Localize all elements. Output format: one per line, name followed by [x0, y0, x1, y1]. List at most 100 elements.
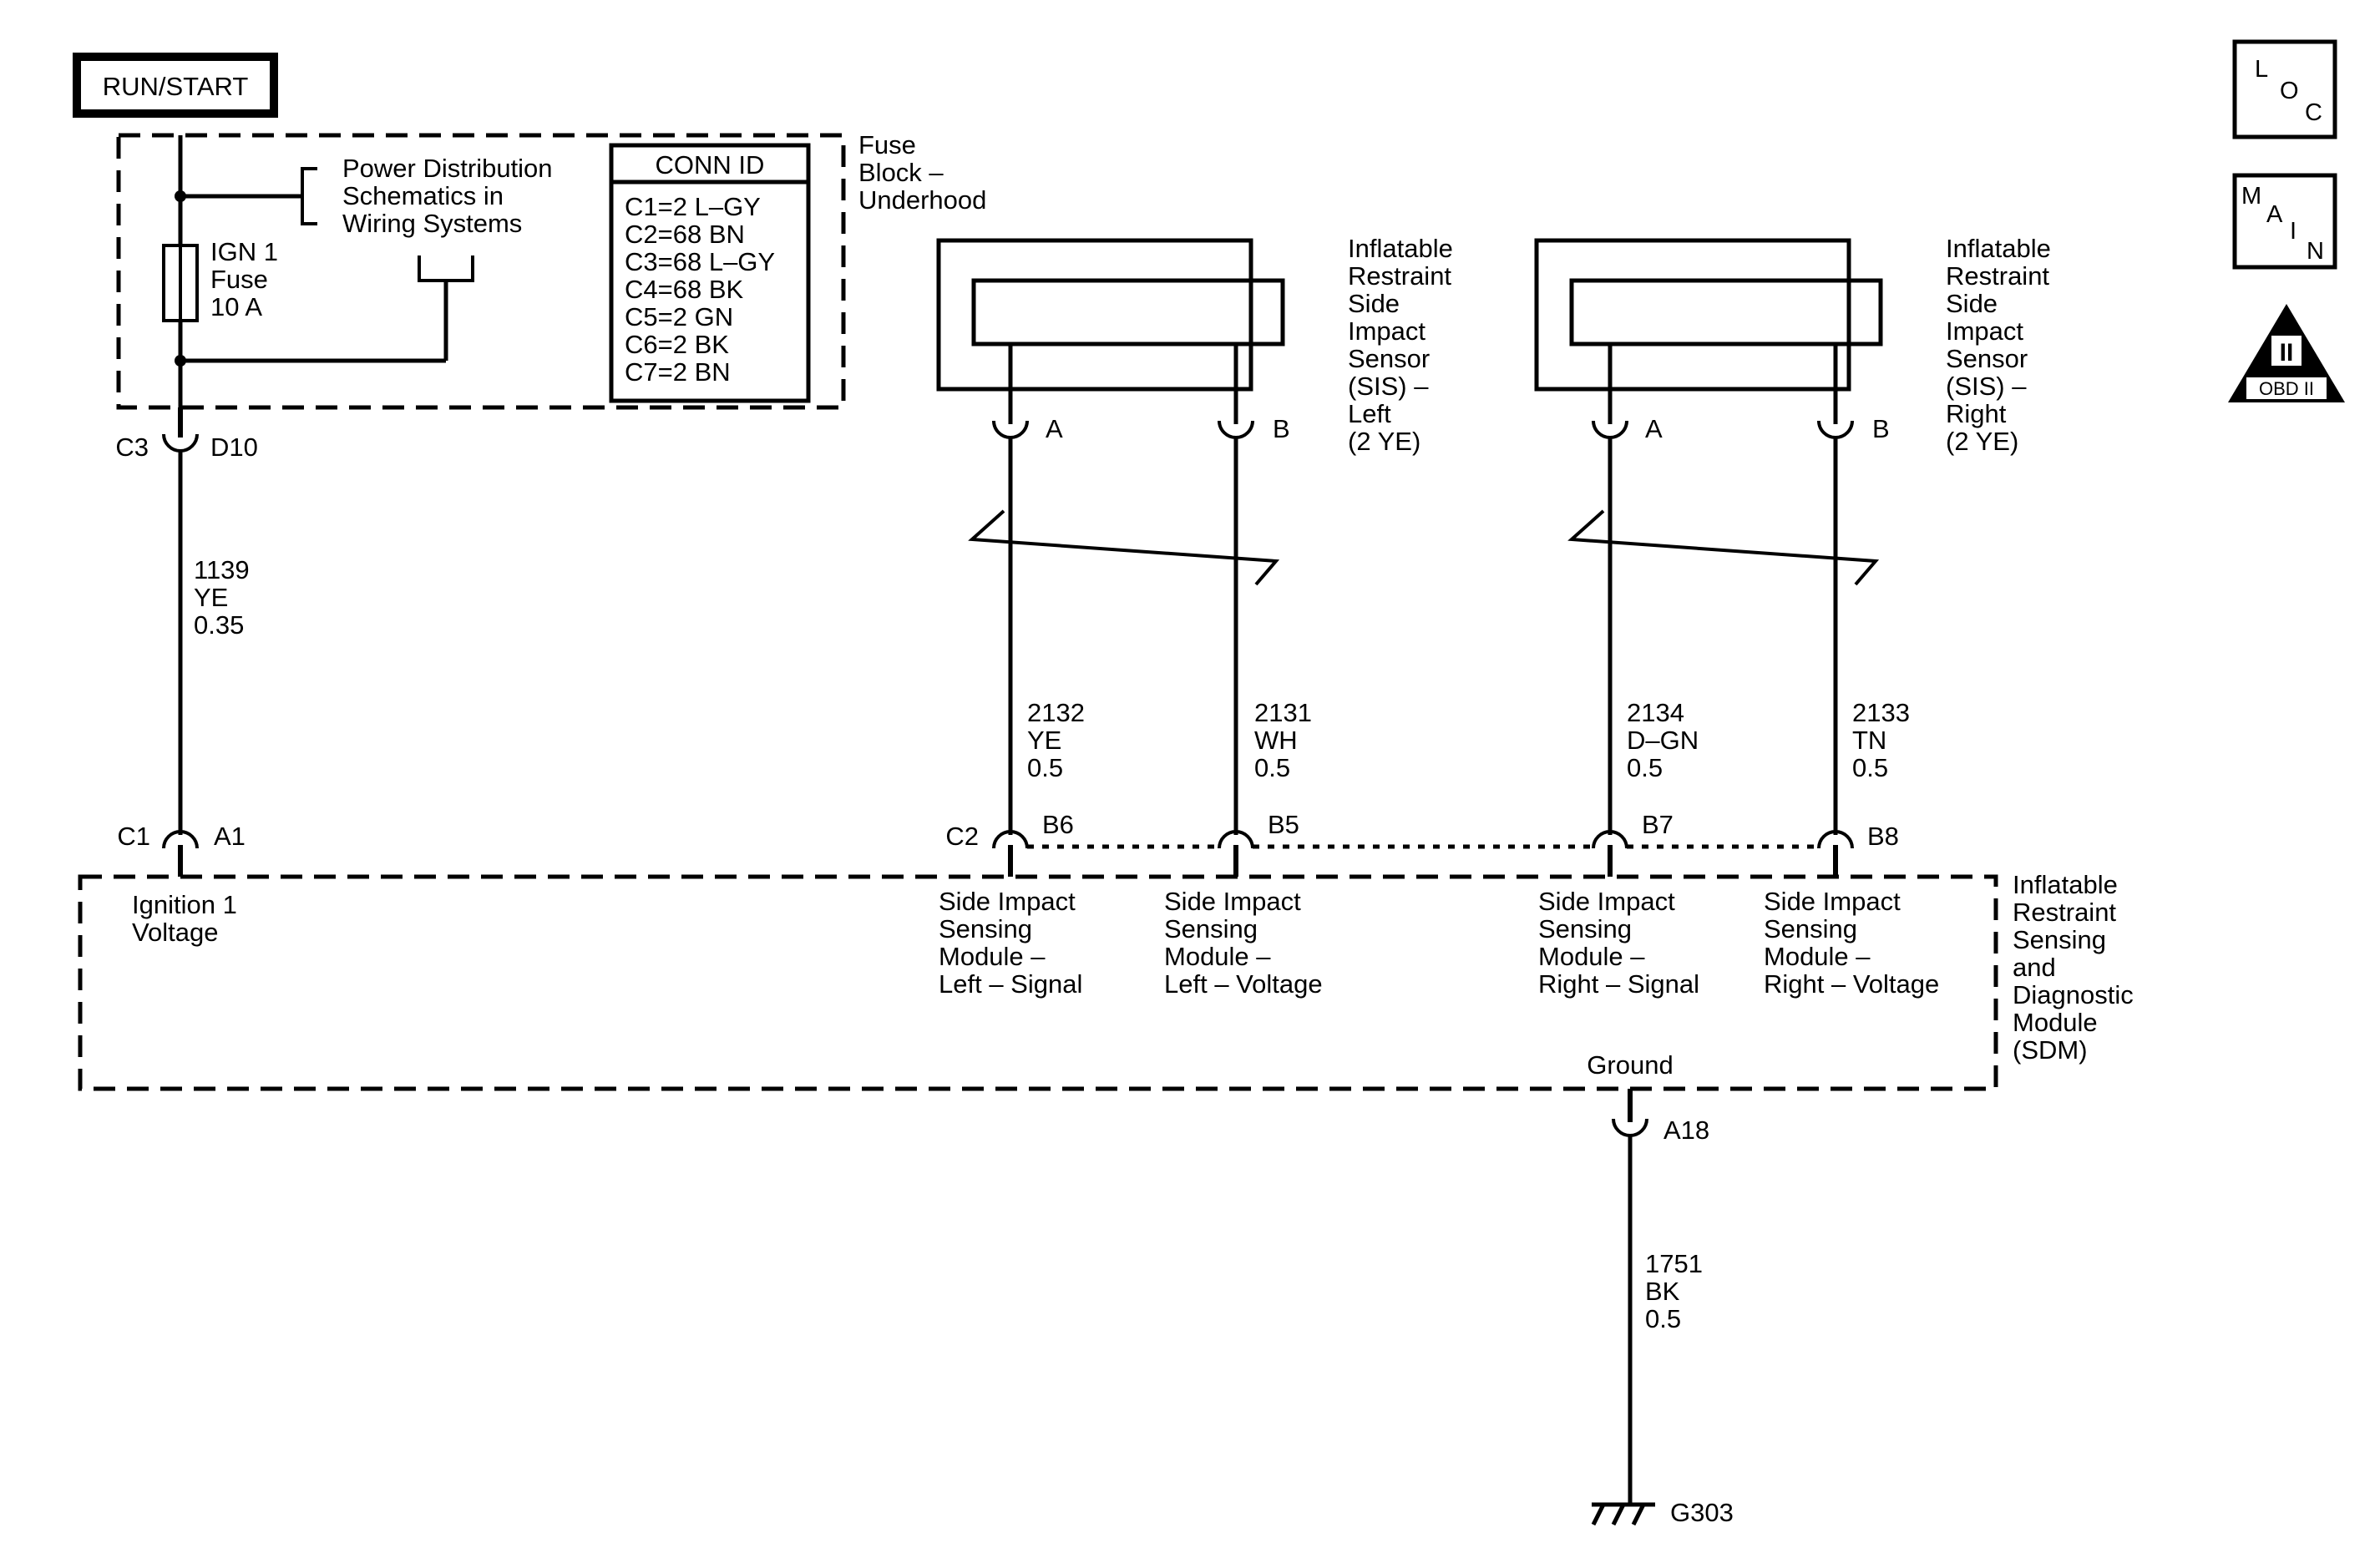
main-letter: N: [2307, 238, 2324, 265]
power-distribution-line-2: Schematics in: [342, 181, 504, 210]
ground-circuit: A18 1751 BK 0.5 G303: [1591, 1089, 1734, 1527]
sdm-sensor-label-line: Right – Voltage: [1764, 969, 1939, 999]
sdm-c2-connector: C2 B6 B5 B7 B8: [945, 810, 1899, 877]
ground-icon: [1591, 1502, 1655, 1526]
loc-button[interactable]: L O C: [2232, 39, 2337, 139]
sis-right-name-line: Impact: [1946, 316, 2023, 346]
sdm-sensor-label-line: Side Impact: [939, 887, 1076, 916]
sdm-name-line: Module: [2013, 1008, 2098, 1037]
run-start-source: RUN/START: [73, 53, 278, 118]
main-letter: M: [2241, 183, 2261, 210]
wire-1139: 1139 YE 0.35: [178, 451, 250, 835]
sdm-pin: B5: [1268, 810, 1299, 839]
conn-id-row: C6=2 BK: [625, 330, 729, 359]
sdm-sensor-label-line: Side Impact: [1164, 887, 1301, 916]
fuse-block-underhood: Fuse Block – Underhood Power Distributio…: [116, 130, 986, 410]
sdm-module: Inflatable Restraint Sensing and Diagnos…: [78, 870, 2134, 1091]
fuse-label-line-3: 10 A: [210, 292, 262, 321]
sdm-ign-connector: C1: [117, 822, 150, 851]
wire-color: WH: [1254, 726, 1298, 755]
sdm-ign-pin: A1: [214, 822, 246, 851]
sis-right-name-line: Right: [1946, 399, 2007, 428]
wire-circuit: 1139: [194, 555, 250, 584]
wire-circuit: 2132: [1027, 698, 1085, 727]
fuse-block-name-line-2: Block –: [858, 158, 944, 187]
sdm-pin: B8: [1867, 822, 1899, 851]
conn-id-row: C7=2 BN: [625, 357, 731, 387]
conn-id-row: C5=2 GN: [625, 302, 733, 331]
fuse-out-pin: D10: [210, 432, 258, 462]
sdm-sensor-label-line: Sensing: [1164, 914, 1258, 943]
connector-c1-a1: C1 A1: [117, 822, 246, 877]
sis-right-pin-a: A: [1645, 414, 1663, 443]
loc-letter: L: [2255, 56, 2268, 83]
sdm-sensor-label-line: Sensing: [939, 914, 1032, 943]
sdm-sensor-label-line: Left – Voltage: [1164, 969, 1323, 999]
fuse-out-connector: C3: [115, 432, 149, 462]
sis-right-name-line: Restraint: [1946, 261, 2049, 291]
conn-id-row: C1=2 L–GY: [625, 192, 761, 221]
power-distribution-line-3: Wiring Systems: [342, 209, 522, 238]
fuse-label-line-1: IGN 1: [210, 237, 278, 266]
sis-right-pin-b: B: [1872, 414, 1890, 443]
loc-letter: C: [2305, 99, 2322, 126]
wire-size: 0.5: [1027, 753, 1063, 782]
fuse-block-name-line-1: Fuse: [858, 130, 916, 159]
sdm-sensor-connector: C2: [945, 822, 979, 851]
sis-right-sensor: Inflatable Restraint Side Impact Sensor …: [1534, 234, 2051, 456]
conn-id-row: C4=68 BK: [625, 275, 744, 304]
wire-size: 0.5: [1627, 753, 1663, 782]
wire-color: YE: [194, 583, 228, 612]
loc-letter: O: [2280, 78, 2299, 104]
sis-right-name-line: Inflatable: [1946, 234, 2051, 263]
sdm-sensor-label-line: Left – Signal: [939, 969, 1082, 999]
sis-left-sensor: Inflatable Restraint Side Impact Sensor …: [936, 234, 1453, 456]
wire-circuit: 2131: [1254, 698, 1312, 727]
main-button[interactable]: M A I N: [2232, 173, 2337, 270]
sdm-ground-pin: A18: [1663, 1115, 1709, 1145]
sdm-name-line: Restraint: [2013, 898, 2116, 927]
sis-left-name-line: (2 YE): [1348, 427, 1420, 456]
wire-size: 0.35: [194, 610, 244, 640]
sis-right-name-line: (2 YE): [1946, 427, 2018, 456]
sis-left-pin-b: B: [1273, 414, 1290, 443]
sdm-sensor-label-line: Module –: [1538, 942, 1645, 971]
obd-label: OBD II: [2259, 378, 2314, 399]
sdm-name-line: Diagnostic: [2013, 980, 2134, 1009]
main-letter: I: [2290, 218, 2296, 245]
sensor-wires: 2132 YE 0.5 2131 WH 0.5 2134 D–GN 0.5 21…: [968, 436, 1910, 835]
sdm-sensor-label-line: Sensing: [1764, 914, 1857, 943]
sdm-sensor-label-line: Sensing: [1538, 914, 1632, 943]
wire-size: 0.5: [1645, 1304, 1681, 1333]
sdm-pin: B7: [1642, 810, 1674, 839]
sdm-ign-label-line: Ignition 1: [132, 890, 237, 919]
connector-c3-d10: C3 D10: [115, 407, 258, 462]
sis-left-name-line: (SIS) –: [1348, 372, 1429, 401]
conn-id-title: CONN ID: [656, 150, 765, 180]
wire-color: D–GN: [1627, 726, 1699, 755]
sis-right-name-line: Side: [1946, 289, 1998, 318]
sis-right-name-line: (SIS) –: [1946, 372, 2027, 401]
conn-id-table: CONN ID C1=2 L–GY C2=68 BN C3=68 L–GY C4…: [609, 143, 811, 403]
obd-numeral: II: [2280, 339, 2294, 367]
fuse-block-name-line-3: Underhood: [858, 185, 986, 215]
main-letter: A: [2266, 201, 2283, 228]
sdm-name-line: Inflatable: [2013, 870, 2118, 899]
sis-left-pin-a: A: [1046, 414, 1063, 443]
ground-point-label: G303: [1670, 1498, 1734, 1527]
sdm-name-line: (SDM): [2013, 1035, 2088, 1065]
obd-ii-button[interactable]: II OBD II: [2228, 304, 2345, 402]
sdm-sensor-label-line: Side Impact: [1764, 887, 1901, 916]
twisted-pair-right: [1567, 509, 1880, 586]
run-start-label: RUN/START: [103, 72, 249, 101]
sis-left-name-line: Inflatable: [1348, 234, 1453, 263]
wire-color: YE: [1027, 726, 1061, 755]
sdm-sensor-label-line: Module –: [939, 942, 1046, 971]
wire-circuit: 1751: [1645, 1249, 1703, 1278]
sis-left-name-line: Impact: [1348, 316, 1425, 346]
sis-left-name-line: Side: [1348, 289, 1400, 318]
sdm-ground-label: Ground: [1587, 1050, 1673, 1080]
wire-color: BK: [1645, 1277, 1680, 1306]
twisted-pair-left: [968, 509, 1280, 586]
